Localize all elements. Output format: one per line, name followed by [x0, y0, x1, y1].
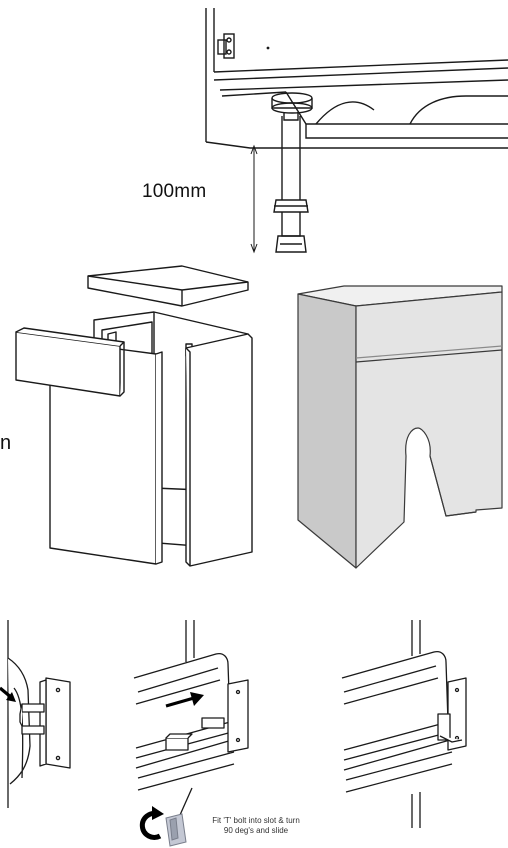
bracket-step-3-drawing: [341, 620, 467, 828]
push-arrow-icon: [0, 686, 16, 702]
bolt-instruction-text: Fit 'T' bolt into slot & turn 90 deg's a…: [186, 816, 326, 836]
bracket-step-2-panel: [132, 618, 262, 828]
bracket-step-3-panel: [340, 618, 472, 830]
partial-caption-text: n: [0, 432, 12, 454]
bracket-step-1-panel: [0, 618, 80, 818]
leg-height-label: 100mm: [142, 181, 207, 202]
bolt-rotation-inset: [138, 802, 188, 848]
leg-detail-panel: [196, 0, 508, 262]
bolt-rotation-drawing: [139, 806, 187, 847]
bolt-instruction-line-2: 90 deg's and slide: [223, 826, 289, 835]
bracket-step-2-drawing: [133, 620, 249, 825]
leg-detail-drawing: [205, 8, 508, 254]
exploded-unit-drawing: [15, 265, 253, 567]
bracket-step-1-drawing: [0, 620, 71, 808]
exploded-unit-panel: [12, 260, 274, 572]
rotate-arrow-icon: [139, 806, 164, 840]
t-bolt-icon: [165, 813, 187, 847]
bolt-instruction-line-1: Fit 'T' bolt into slot & turn: [212, 816, 300, 825]
assembled-unit-panel: [286, 276, 508, 576]
assembled-unit-drawing: [297, 285, 503, 569]
slide-arrow-icon: [165, 692, 204, 708]
